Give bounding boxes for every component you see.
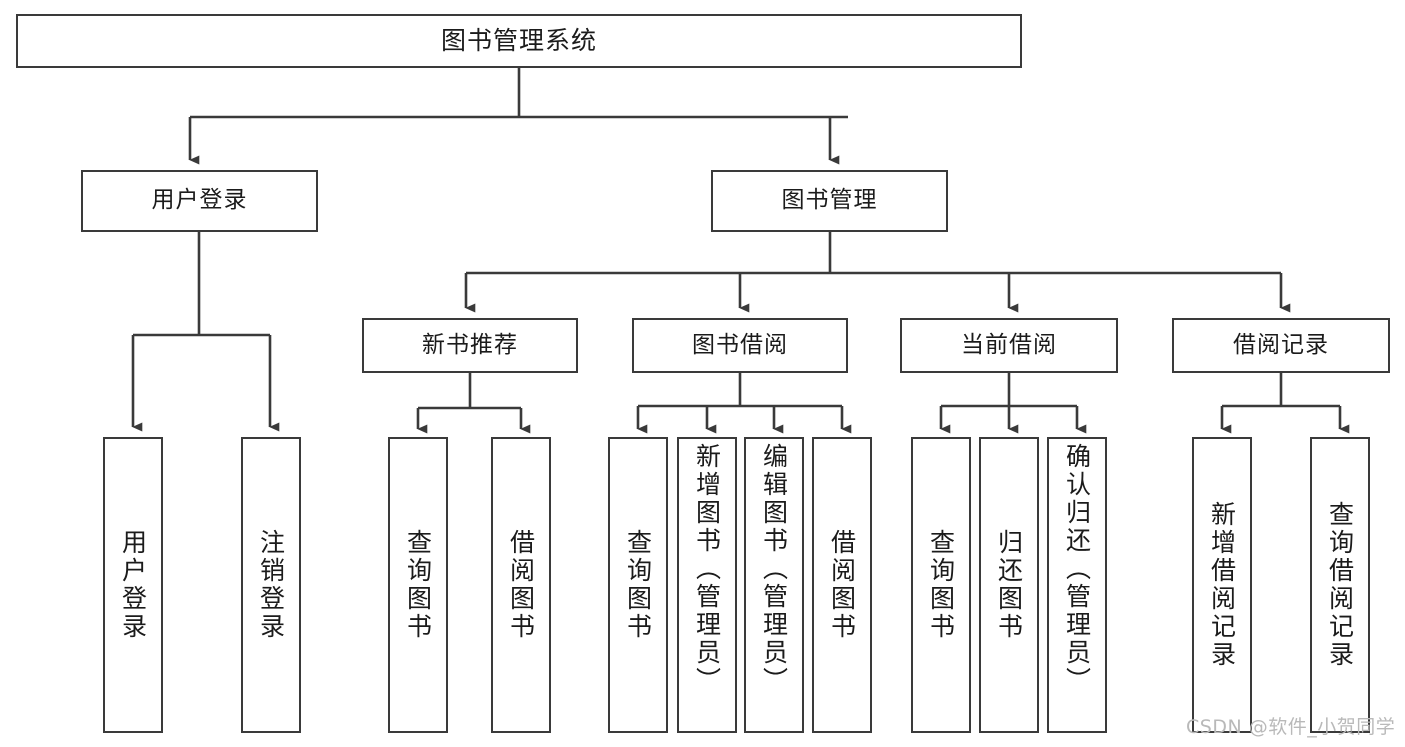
node-current-borrow[interactable]: 当前借阅 xyxy=(900,318,1118,373)
node-book-management-label: 图书管理 xyxy=(781,187,878,214)
node-borrow-record[interactable]: 借阅记录 xyxy=(1172,318,1390,373)
node-current-borrow-label: 当前借阅 xyxy=(961,331,1057,358)
leaf-cb-confirm-return[interactable]: 确认归还（管理员） xyxy=(1047,437,1107,733)
node-root[interactable]: 图书管理系统 xyxy=(16,14,1022,68)
leaf-nb-borrow-book-label: 借阅图书 xyxy=(506,529,536,641)
leaf-bb-borrow-book-label: 借阅图书 xyxy=(827,529,857,641)
leaf-cb-return-book[interactable]: 归还图书 xyxy=(979,437,1039,733)
leaf-br-add-record-label: 新增借阅记录 xyxy=(1207,501,1237,669)
leaf-user-login-label: 用户登录 xyxy=(118,529,148,641)
leaf-nb-query-book[interactable]: 查询图书 xyxy=(388,437,448,733)
leaf-bb-edit-book[interactable]: 编辑图书（管理员） xyxy=(744,437,804,733)
node-borrow-record-label: 借阅记录 xyxy=(1233,331,1329,358)
leaf-logout[interactable]: 注销登录 xyxy=(241,437,301,733)
leaf-cb-query-book[interactable]: 查询图书 xyxy=(911,437,971,733)
leaf-logout-label: 注销登录 xyxy=(256,529,286,641)
node-user-login[interactable]: 用户登录 xyxy=(81,170,318,232)
leaf-cb-query-book-label: 查询图书 xyxy=(926,529,956,641)
leaf-bb-query-book-label: 查询图书 xyxy=(623,529,653,641)
node-book-management[interactable]: 图书管理 xyxy=(711,170,948,232)
leaf-nb-query-book-label: 查询图书 xyxy=(403,529,433,641)
leaf-bb-add-book[interactable]: 新增图书（管理员） xyxy=(677,437,737,733)
leaf-br-query-record[interactable]: 查询借阅记录 xyxy=(1310,437,1370,733)
node-book-borrow[interactable]: 图书借阅 xyxy=(632,318,848,373)
node-book-borrow-label: 图书借阅 xyxy=(692,331,788,358)
csdn-watermark: CSDN @软件_小贺同学 xyxy=(1186,716,1396,738)
node-user-login-label: 用户登录 xyxy=(151,187,248,214)
leaf-bb-query-book[interactable]: 查询图书 xyxy=(608,437,668,733)
leaf-bb-add-book-label: 新增图书（管理员） xyxy=(692,443,722,695)
node-new-book-recommend[interactable]: 新书推荐 xyxy=(362,318,578,373)
leaf-br-query-record-label: 查询借阅记录 xyxy=(1325,501,1355,669)
leaf-user-login[interactable]: 用户登录 xyxy=(103,437,163,733)
leaf-br-add-record[interactable]: 新增借阅记录 xyxy=(1192,437,1252,733)
leaf-cb-return-book-label: 归还图书 xyxy=(994,529,1024,641)
leaf-nb-borrow-book[interactable]: 借阅图书 xyxy=(491,437,551,733)
leaf-bb-borrow-book[interactable]: 借阅图书 xyxy=(812,437,872,733)
node-new-book-recommend-label: 新书推荐 xyxy=(422,331,518,358)
leaf-bb-edit-book-label: 编辑图书（管理员） xyxy=(759,443,789,695)
node-root-label: 图书管理系统 xyxy=(440,26,597,55)
leaf-cb-confirm-return-label: 确认归还（管理员） xyxy=(1062,443,1092,695)
